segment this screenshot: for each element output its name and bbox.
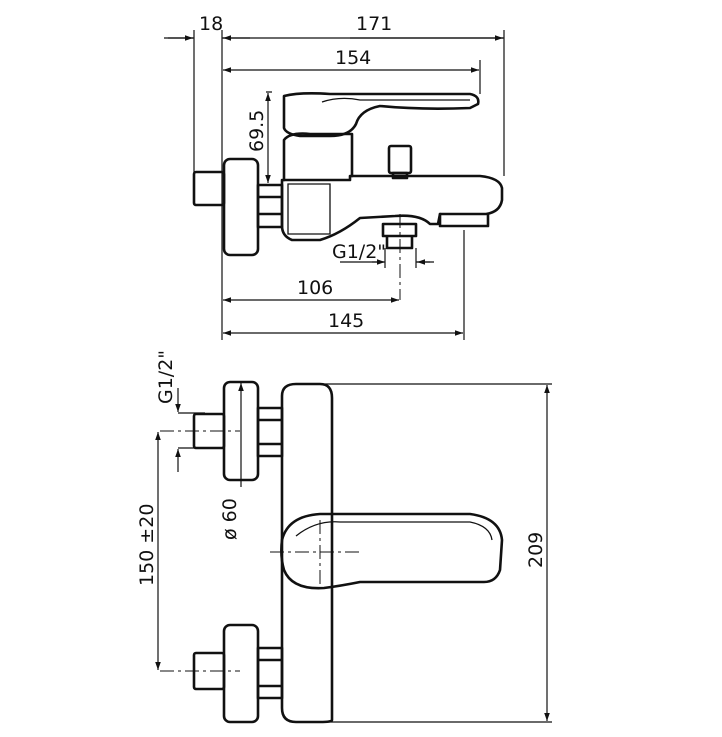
lever-top-line — [321, 97, 470, 103]
dim-18-label: 18 — [199, 13, 223, 35]
dim-154-label: 154 — [335, 47, 371, 69]
dim-g12-inlet-ext — [178, 412, 205, 449]
dim-209-ext — [320, 383, 552, 723]
dim-150-label: 150 ±20 — [136, 504, 158, 586]
diverter-stem — [391, 171, 409, 180]
lever-handle — [282, 92, 480, 138]
lever-centerline — [270, 520, 360, 586]
dim-69-5-label: 69.5 — [246, 110, 268, 152]
inlet-centerlines — [160, 430, 240, 672]
dim-145-label: 145 — [328, 310, 364, 332]
dim-60-label: ø 60 — [219, 498, 241, 540]
cartridge-housing — [282, 132, 354, 182]
extension-lines — [193, 30, 505, 340]
wall-flange — [222, 157, 260, 257]
dim-g12-inlet-label: G1/2" — [155, 350, 177, 404]
dim-171-label: 171 — [356, 13, 392, 35]
mixer-body — [280, 174, 504, 242]
lower-flange — [222, 623, 260, 724]
dim-g12-outlet-label: G1/2" — [332, 241, 386, 263]
shower-outlet — [381, 222, 418, 250]
upper-union-hex — [256, 406, 284, 458]
diverter-knob — [387, 144, 413, 175]
union-hex — [256, 183, 284, 229]
front-view: G1/2" ø 60 150 ±20 209 — [136, 350, 552, 724]
dim-209-label: 209 — [525, 532, 547, 568]
front-lever — [280, 512, 504, 590]
lower-union-hex — [256, 646, 284, 700]
body-inner-line — [287, 183, 331, 235]
inlet-nut — [192, 170, 226, 207]
dim-106-label: 106 — [297, 277, 333, 299]
spout-outlet — [438, 212, 490, 228]
side-view: 18 171 154 69.5 G1/2" 106 145 — [164, 13, 505, 340]
front-body — [280, 382, 334, 724]
front-lever-highlight — [295, 521, 493, 541]
